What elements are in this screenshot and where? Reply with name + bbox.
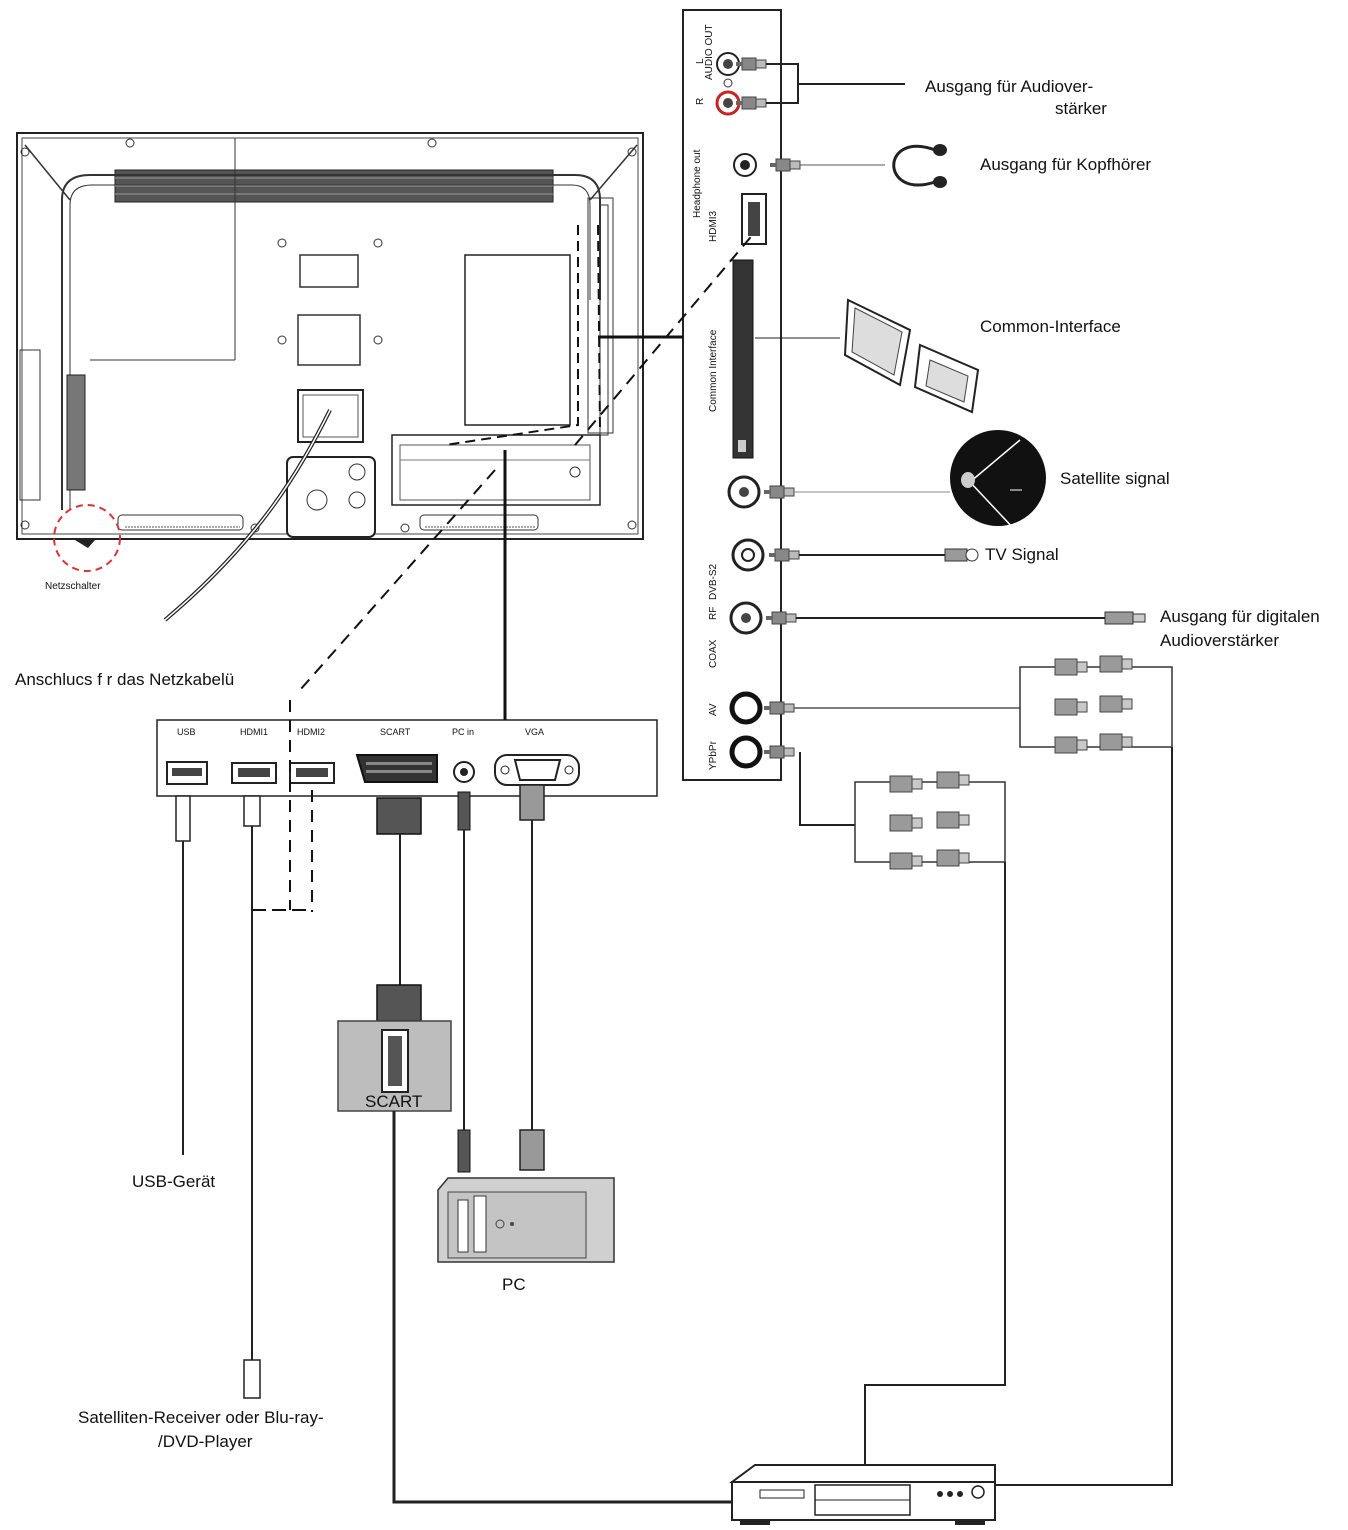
side-coax-label: COAX <box>708 639 719 668</box>
ypbpr-cable-set <box>763 745 1006 1465</box>
ci-label: Common-Interface <box>980 317 1121 336</box>
pc-audio-cable <box>457 791 471 1173</box>
ci-module-icon <box>843 298 980 414</box>
scart-device-icon <box>337 1020 452 1112</box>
side-l-label: L <box>695 58 706 64</box>
audio-out-cable <box>735 57 905 110</box>
side-audio-out-label: AUDIO OUT <box>704 24 715 80</box>
pcin-port-label: PC in <box>452 727 474 737</box>
hdmi-dashed-link <box>299 469 496 691</box>
scart-to-player-cable <box>392 1111 735 1504</box>
headphone-label: Ausgang für Kopfhörer <box>980 155 1151 174</box>
bottom-connector-panel <box>156 719 658 797</box>
side-panel-labels: AUDIO OUT L R Headphone out HDMI3 Common… <box>692 24 719 770</box>
satellite-dish-icon <box>763 430 1046 531</box>
side-av-label: AV <box>708 703 719 716</box>
tv-back-panel <box>16 132 644 622</box>
audio-out-label-2: stärker <box>1055 99 1107 118</box>
vga-cable <box>519 784 545 1171</box>
side-rf-label: RF <box>708 607 719 620</box>
hdmi1-cable <box>243 795 261 1399</box>
av-cable-set <box>763 655 1173 1486</box>
audio-out-label-1: Ausgang für Audiover- <box>925 77 1093 96</box>
hdmi1-port-label: HDMI1 <box>240 727 268 737</box>
usb-port-label: USB <box>177 727 196 737</box>
power-switch-label: Netzschalter <box>45 581 101 592</box>
digital-audio-label-2: Audioverstärker <box>1160 631 1279 650</box>
tv-signal-label: TV Signal <box>985 545 1059 564</box>
side-r-label: R <box>695 98 706 105</box>
pc-label: PC <box>502 1275 526 1294</box>
pc-icon <box>437 1177 615 1263</box>
digital-audio-cable <box>765 611 1146 625</box>
bottom-panel-labels: USB HDMI1 HDMI2 SCART PC in VGA <box>177 727 544 737</box>
side-ypbpr-label: YPbPr <box>708 740 719 770</box>
digital-audio-label-1: Ausgang für digitalen <box>1160 607 1320 626</box>
receiver-label-1: Satelliten-Receiver oder Blu-ray- <box>78 1408 324 1427</box>
hdmi3-dashed-link <box>574 231 756 446</box>
side-headphone-label: Headphone out <box>692 149 703 218</box>
side-ci-label: Common Interface <box>708 329 719 412</box>
scart-cable <box>376 797 422 1022</box>
satellite-label: Satellite signal <box>1060 469 1170 488</box>
headphone-icon <box>769 144 947 188</box>
dvd-player-icon <box>728 1464 996 1525</box>
scart-device-label: SCART <box>365 1092 422 1111</box>
usb-cable <box>175 795 191 1155</box>
side-hdmi3-label: HDMI3 <box>708 210 719 242</box>
power-cable-label: Anschlucs f r das Netzkabelü <box>15 670 234 689</box>
receiver-label-2: /DVD-Player <box>158 1432 253 1451</box>
tv-signal-cable <box>768 548 979 562</box>
side-dvb-label: DVB-S2 <box>708 563 719 600</box>
vga-port-label: VGA <box>525 727 544 737</box>
hdmi2-port-label: HDMI2 <box>297 727 325 737</box>
scart-port-label: SCART <box>380 727 411 737</box>
side-connector-panel <box>682 9 840 781</box>
usb-device-label: USB-Gerät <box>132 1172 215 1191</box>
